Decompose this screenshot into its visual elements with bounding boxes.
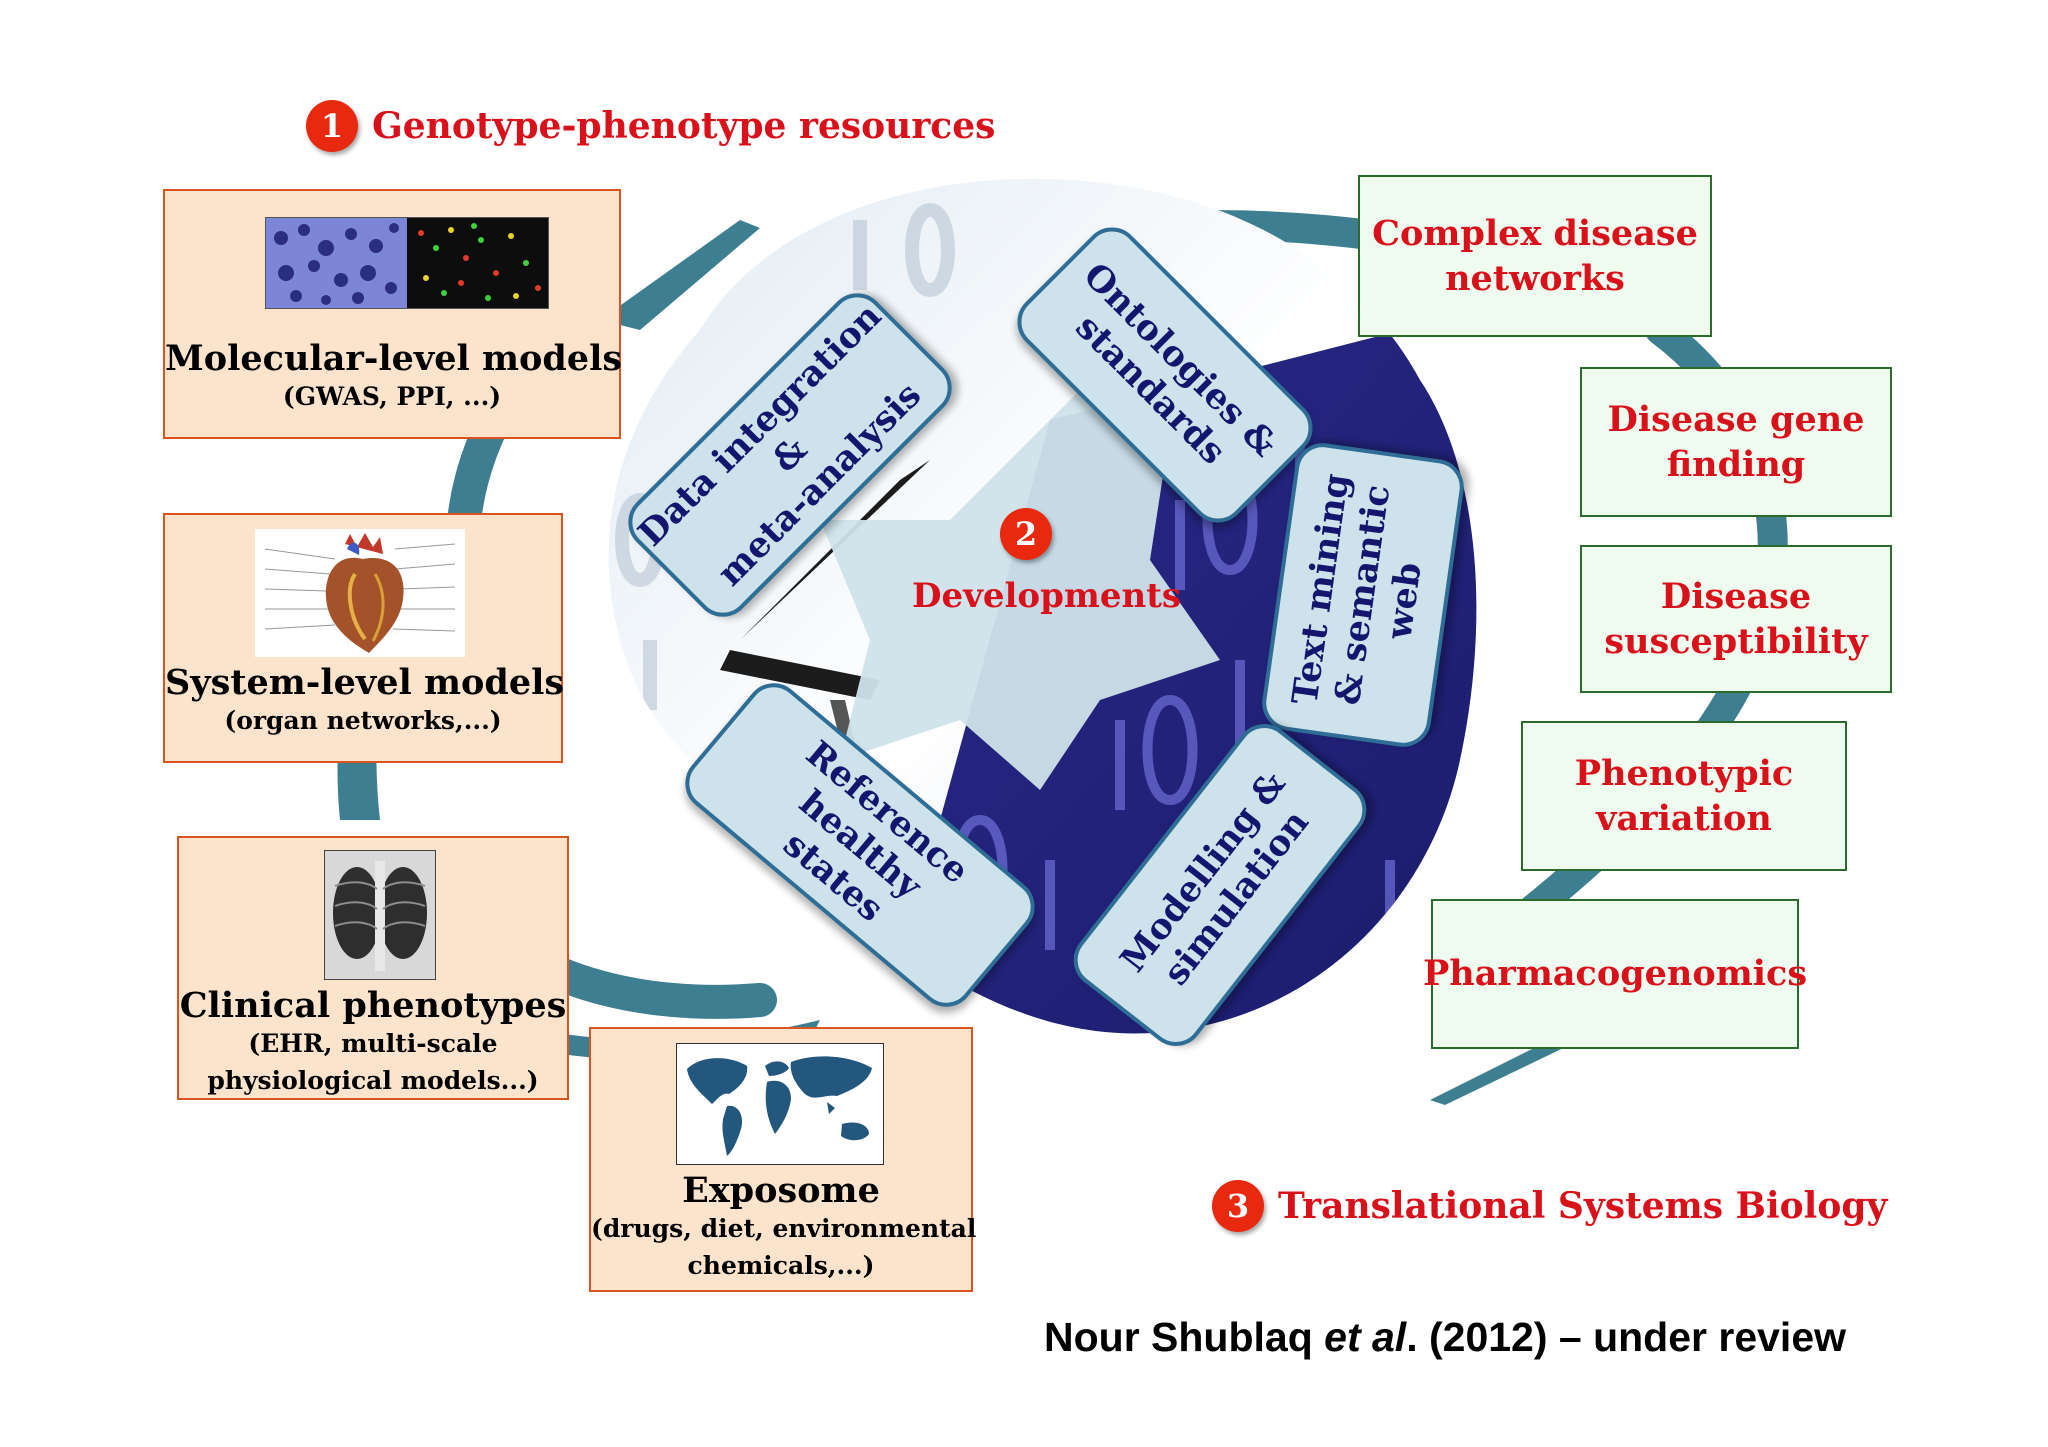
translational-disease-gene-line1: Disease gene bbox=[1607, 398, 1865, 440]
resource-molecular-sub: (GWAS, PPI, ...) bbox=[282, 382, 502, 412]
resource-exposome: Exposome (drugs, diet, environmental che… bbox=[589, 1027, 977, 1292]
resource-exposome-sub-1: (drugs, diet, environmental bbox=[591, 1214, 977, 1244]
ring-swoosh-top bbox=[600, 220, 760, 330]
resources-number-badge: 1 bbox=[306, 100, 358, 152]
translational-susceptibility-line2: susceptibility bbox=[1604, 621, 1868, 662]
resource-clinical-sub-2: physiological models...) bbox=[207, 1065, 539, 1095]
translational-complex-disease-line1: Complex disease bbox=[1372, 212, 1698, 254]
microarray-image bbox=[265, 217, 549, 309]
citation-authors: Nour Shublaq bbox=[1044, 1314, 1325, 1360]
resource-clinical: Clinical phenotypes (EHR, multi-scale ph… bbox=[177, 836, 569, 1100]
translational-phenotypic: Phenotypic variation bbox=[1521, 721, 1847, 871]
resource-system: System-level models (organ networks,...) bbox=[163, 513, 565, 763]
development-star bbox=[820, 390, 1220, 790]
translational-phenotypic-line1: Phenotypic bbox=[1574, 752, 1794, 794]
translational-pharmacogenomics-line1: Pharmacogenomics bbox=[1422, 953, 1808, 995]
translational-susceptibility-line1: Disease bbox=[1660, 575, 1812, 617]
resource-clinical-title: Clinical phenotypes bbox=[179, 985, 567, 1026]
citation-rest: . (2012) – under review bbox=[1406, 1314, 1847, 1360]
heart-image bbox=[255, 529, 465, 657]
resource-exposome-title: Exposome bbox=[682, 1170, 880, 1211]
resource-exposome-sub-2: chemicals,...) bbox=[687, 1250, 875, 1280]
xray-image bbox=[324, 850, 436, 980]
resources-title: Genotype-phenotype resources bbox=[372, 105, 996, 147]
translational-heading: 3 Translational Systems Biology bbox=[1212, 1180, 1887, 1232]
translational-title: Translational Systems Biology bbox=[1278, 1185, 1888, 1227]
citation: Nour Shublaq et al. (2012) – under revie… bbox=[1044, 1314, 1846, 1361]
translational-pharmacogenomics: Pharmacogenomics bbox=[1423, 899, 1807, 1049]
translational-complex-disease-line2: networks bbox=[1445, 258, 1625, 299]
resource-system-sub: (organ networks,...) bbox=[224, 706, 502, 736]
world-map-image bbox=[676, 1043, 884, 1165]
resource-molecular-title: Molecular-level models bbox=[165, 338, 623, 379]
translational-disease-gene-line2: finding bbox=[1666, 444, 1806, 485]
developments-title: Developments bbox=[912, 576, 1182, 616]
translational-susceptibility: Disease susceptibility bbox=[1580, 545, 1892, 693]
resource-clinical-sub-1: (EHR, multi-scale bbox=[248, 1029, 498, 1059]
resources-heading: 1 Genotype-phenotype resources bbox=[306, 100, 995, 152]
resource-system-title: System-level models bbox=[165, 662, 565, 703]
resource-molecular: Molecular-level models (GWAS, PPI, ...) bbox=[163, 189, 623, 439]
translational-complex-disease: Complex disease networks bbox=[1358, 175, 1712, 337]
ring-swoosh-bottom bbox=[1430, 1035, 1580, 1105]
translational-number-badge: 3 bbox=[1212, 1180, 1264, 1232]
citation-etal: et al bbox=[1324, 1314, 1407, 1360]
translational-phenotypic-line2: variation bbox=[1596, 798, 1772, 839]
translational-disease-gene: Disease gene finding bbox=[1580, 367, 1892, 517]
developments-number-badge: 2 bbox=[1000, 508, 1052, 560]
